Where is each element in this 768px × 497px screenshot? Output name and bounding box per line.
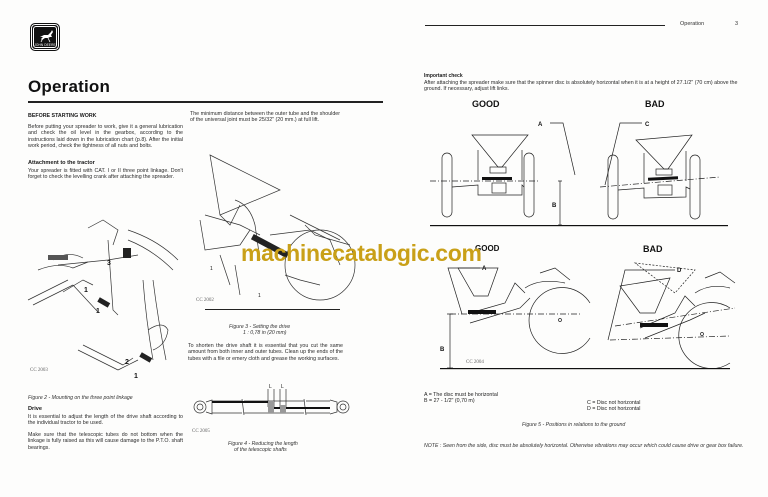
before-starting-heading: BEFORE STARTING WORK — [28, 113, 96, 119]
page-number: 3 — [735, 21, 738, 27]
svg-text:3: 3 — [107, 260, 111, 267]
figure-3-caption-line-2: 1 : 0,78 in (20 mm) — [243, 330, 287, 336]
figure-4-illustration: L L — [192, 383, 352, 423]
important-check-text: After attaching the spreader make sure t… — [424, 80, 749, 93]
figure-3-ground-line — [205, 309, 340, 310]
top-good-label: GOOD — [472, 99, 500, 109]
figure-4-caption-line-2: of the telescopic shafts — [234, 447, 287, 453]
attachment-text: Your spreader is fitted with CAT. I or I… — [28, 168, 183, 181]
figure-3-code: CC 2002 — [196, 298, 214, 303]
header-section-name: Operation — [680, 21, 704, 27]
drive-heading: Drive — [28, 406, 42, 412]
figure-2-caption: Figure 2 - Mounting on the three point l… — [28, 395, 133, 401]
bottom-bad-label: BAD — [643, 244, 663, 254]
watermark: machinecatalogic.com — [241, 240, 482, 267]
svg-text:1: 1 — [210, 266, 213, 272]
note-text: NOTE : Seen from the side, disc must be … — [424, 443, 754, 449]
figure-5-code: CC 2004 — [466, 360, 484, 365]
min-distance-text: The minimum distance between the outer t… — [190, 111, 340, 124]
svg-text:C: C — [645, 122, 650, 128]
important-check-heading: Important check — [424, 73, 463, 79]
svg-text:B: B — [440, 347, 445, 353]
svg-text:A: A — [538, 122, 543, 128]
svg-text:L: L — [269, 384, 272, 390]
svg-text:1: 1 — [96, 308, 100, 315]
svg-text:1: 1 — [258, 293, 261, 299]
figure-5-rear-view: A C B — [430, 115, 730, 240]
svg-text:1: 1 — [134, 373, 138, 380]
figure-4-code: CC 2005 — [192, 429, 210, 434]
attachment-heading: Attachment to the tractor — [28, 160, 95, 166]
title-rule — [28, 101, 383, 103]
svg-text:2: 2 — [125, 359, 129, 366]
figure-3-illustration: 1 1 — [190, 145, 380, 310]
header-rule — [425, 25, 665, 26]
svg-text:L: L — [281, 384, 284, 390]
shorten-text: To shorten the drive shaft it is essenti… — [188, 343, 343, 362]
svg-text:1: 1 — [84, 287, 88, 294]
svg-text:B: B — [552, 203, 557, 209]
john-deere-logo: JOHN DEERE — [30, 23, 60, 51]
svg-text:D: D — [677, 268, 682, 274]
svg-text:A: A — [482, 266, 487, 272]
legend-b: B = 27 - 1/2" (0,70 m) — [424, 398, 475, 405]
drive-text-1: It is essential to adjust the length of … — [28, 414, 183, 427]
logo-brand-text: JOHN DEERE — [31, 43, 59, 47]
drive-text-2: Make sure that the telescopic tubes do n… — [28, 432, 183, 451]
figure-5-caption: Figure 5 - Positions in relations to the… — [522, 422, 625, 428]
top-bad-label: BAD — [645, 99, 665, 109]
page-title: Operation — [28, 77, 110, 97]
figure-2-illustration: 1 1 2 1 3 — [28, 200, 188, 380]
before-starting-text: Before putting your spreader to work, gi… — [28, 124, 183, 150]
legend-d: D = Disc not horizontal — [587, 406, 640, 413]
leaping-deer-icon — [31, 24, 61, 52]
figure-2-code: CC 2003 — [30, 368, 48, 373]
